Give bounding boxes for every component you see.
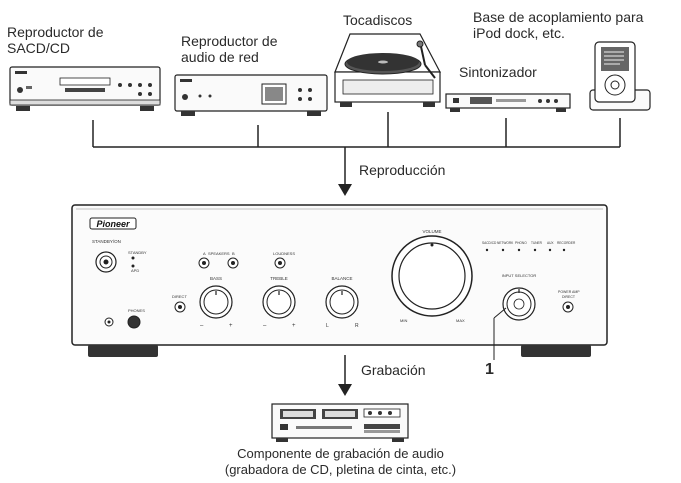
bass-label: BASS	[210, 276, 222, 281]
standby-label: STANDBY/ON	[92, 239, 121, 244]
phones-jack	[127, 315, 141, 329]
speakers-label: SPEAKERS	[208, 251, 230, 256]
svg-text:A: A	[203, 251, 206, 256]
playback-arrow	[338, 184, 352, 196]
input-label-3: TUNER	[531, 241, 543, 245]
source-connectors	[92, 112, 621, 185]
svg-text:MAX: MAX	[456, 318, 465, 323]
svg-text:DIRECT: DIRECT	[562, 295, 576, 299]
power-amp-direct-label: POWER AMP	[558, 290, 580, 294]
recording-arrow	[338, 384, 352, 396]
audio-recorder	[271, 403, 409, 442]
svg-text:+: +	[292, 323, 296, 329]
label-playback: Reproducción	[359, 162, 446, 178]
callout-number: 1	[485, 361, 494, 378]
phones-label: PHONES	[128, 308, 145, 313]
sacd-cd-player	[9, 66, 161, 111]
label-recording: Grabación	[361, 362, 426, 378]
direct-label: DIRECT	[172, 294, 187, 299]
input-label-0: SACD/CD	[482, 241, 497, 245]
label-sacd-cd: Reproductor de SACD/CD	[7, 24, 104, 56]
input-label-5: RECORDER	[557, 241, 576, 245]
label-turntable: Tocadiscos	[343, 12, 413, 28]
label-network-player: Reproductor de audio de red	[181, 33, 278, 65]
recorder-caption-line2: (grabadora de CD, pletina de cinta, etc.…	[224, 462, 457, 477]
svg-text:R: R	[355, 323, 359, 329]
svg-text:–: –	[200, 323, 204, 329]
balance-label: BALANCE	[331, 276, 352, 281]
svg-text:MIN: MIN	[400, 318, 407, 323]
input-label-2: PHONO	[515, 241, 527, 245]
tuner	[445, 93, 571, 112]
loudness-label: LOUDNESS	[273, 251, 295, 256]
network-audio-player	[174, 74, 328, 116]
turntable	[334, 33, 441, 107]
svg-text:–: –	[263, 323, 267, 329]
treble-label: TREBLE	[270, 276, 288, 281]
label-tuner: Sintonizador	[459, 64, 537, 80]
standby-led-label: STANDBY	[128, 250, 147, 255]
svg-text:L: L	[326, 323, 329, 329]
apd-label: APD	[131, 268, 139, 273]
amplifier: Pioneer STANDBY/ON STANDBY APD PHONES DI…	[71, 204, 608, 357]
input-label-4: AUX	[547, 241, 554, 245]
input-label-1: NETWORK	[497, 241, 514, 245]
brand-logo: Pioneer	[96, 219, 130, 229]
label-ipod-dock: Base de acoplamiento para iPod dock, etc…	[473, 9, 644, 41]
recorder-caption-line1: Componente de grabación de audio	[237, 446, 444, 461]
volume-label: VOLUME	[422, 229, 441, 234]
svg-text:+: +	[229, 323, 233, 329]
ipod-dock	[589, 41, 651, 111]
standby-led	[131, 256, 135, 260]
input-selector-label: INPUT SELECTOR	[502, 273, 537, 278]
svg-text:B: B	[232, 251, 235, 256]
input-indicators: SACD/CD NETWORK PHONO TUNER AUX RECORDER	[482, 241, 576, 252]
